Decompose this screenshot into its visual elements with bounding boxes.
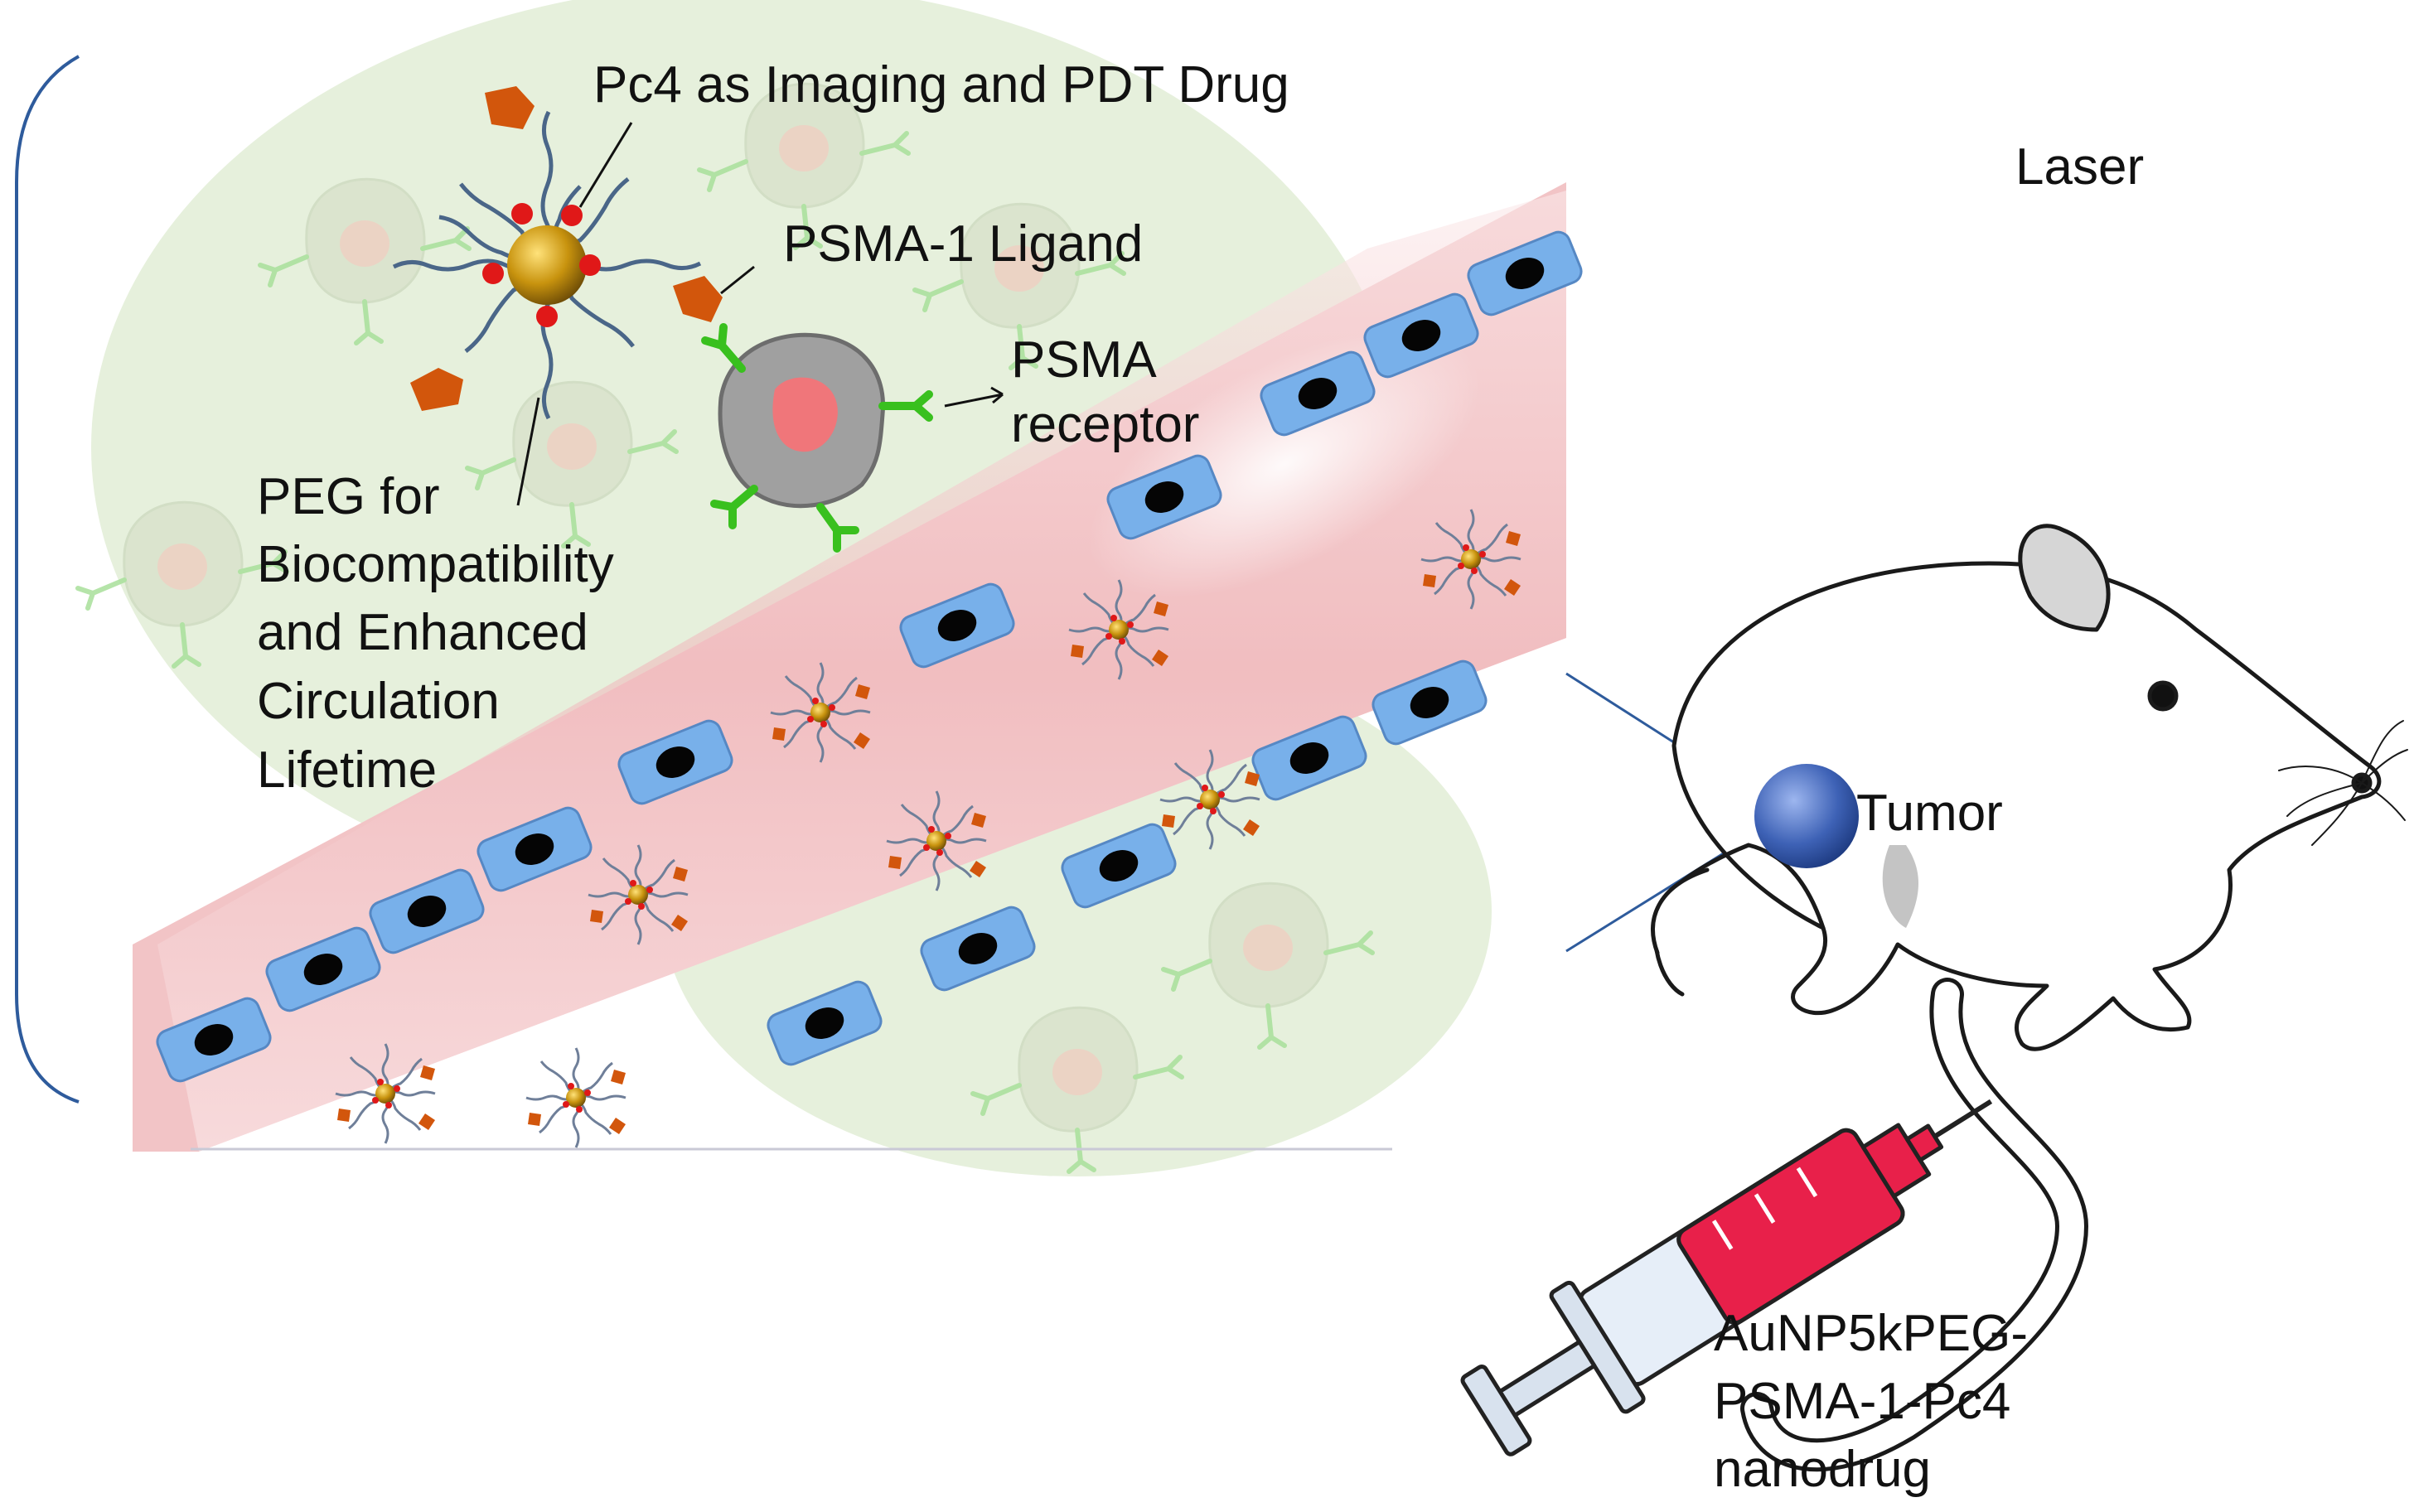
label-psma-receptor-2: receptor	[1011, 396, 1200, 453]
gold-nanoparticle-large	[392, 86, 723, 420]
ligand-right	[673, 276, 723, 322]
label-psma-receptor-1: PSMA	[1011, 331, 1157, 389]
psma-expressing-cell	[701, 323, 933, 553]
tumor-sphere	[1754, 764, 1859, 868]
label-peg-1: PEG for	[257, 468, 440, 525]
mouse-illustration	[1651, 524, 2408, 1472]
label-nanodrug-2: PSMA-1-Pc4	[1714, 1373, 2011, 1430]
label-nanodrug-1: AuNP5kPEG-	[1714, 1305, 2029, 1362]
label-tumor: Tumor	[1856, 785, 2003, 842]
label-laser: Laser	[2015, 138, 2145, 196]
ligand-top	[485, 86, 535, 129]
leader-lines	[516, 122, 1004, 506]
label-peg-5: Lifetime	[257, 742, 438, 799]
blood-vessel	[133, 182, 1566, 1152]
ligand-left	[410, 368, 463, 411]
label-nanodrug-3: nanodrug	[1714, 1441, 1932, 1498]
label-pc4: Pc4 as Imaging and PDT Drug	[593, 56, 1289, 114]
label-peg-2: Biocompatibility	[257, 536, 614, 593]
label-peg-3: and Enhanced	[257, 604, 588, 661]
label-peg-4: Circulation	[257, 673, 500, 730]
syringe-illustration	[1460, 1099, 1993, 1456]
label-psma-1-ligand: PSMA-1 Ligand	[783, 215, 1144, 273]
left-bracket	[15, 55, 80, 1104]
